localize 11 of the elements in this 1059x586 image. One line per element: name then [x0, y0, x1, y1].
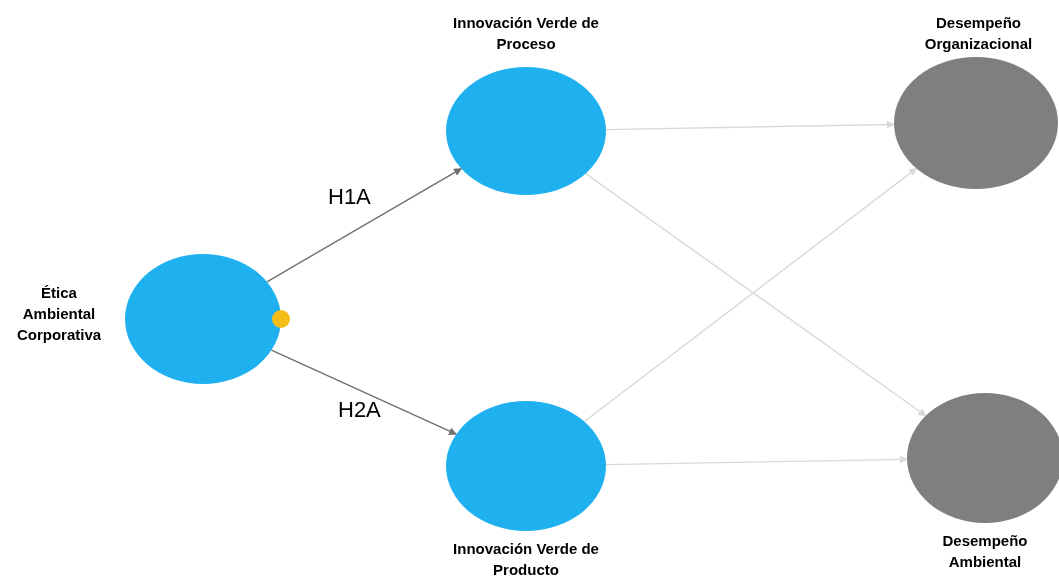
- arrow: [266, 167, 462, 283]
- arrow: [270, 349, 457, 435]
- edge-label: H1A: [328, 183, 371, 211]
- construct-label: Ética Ambiental Corporativa: [15, 283, 103, 345]
- construct-label: Desempeño Organizacional: [923, 13, 1034, 54]
- construct-label: Innovación Verde de Proceso: [452, 13, 600, 54]
- construct-label: Innovación Verde de Producto: [452, 539, 600, 580]
- arrow: [605, 120, 895, 131]
- arrow: [605, 455, 908, 466]
- construct-label: Desempeño Ambiental: [941, 531, 1029, 572]
- edge-label: H2A: [338, 396, 381, 424]
